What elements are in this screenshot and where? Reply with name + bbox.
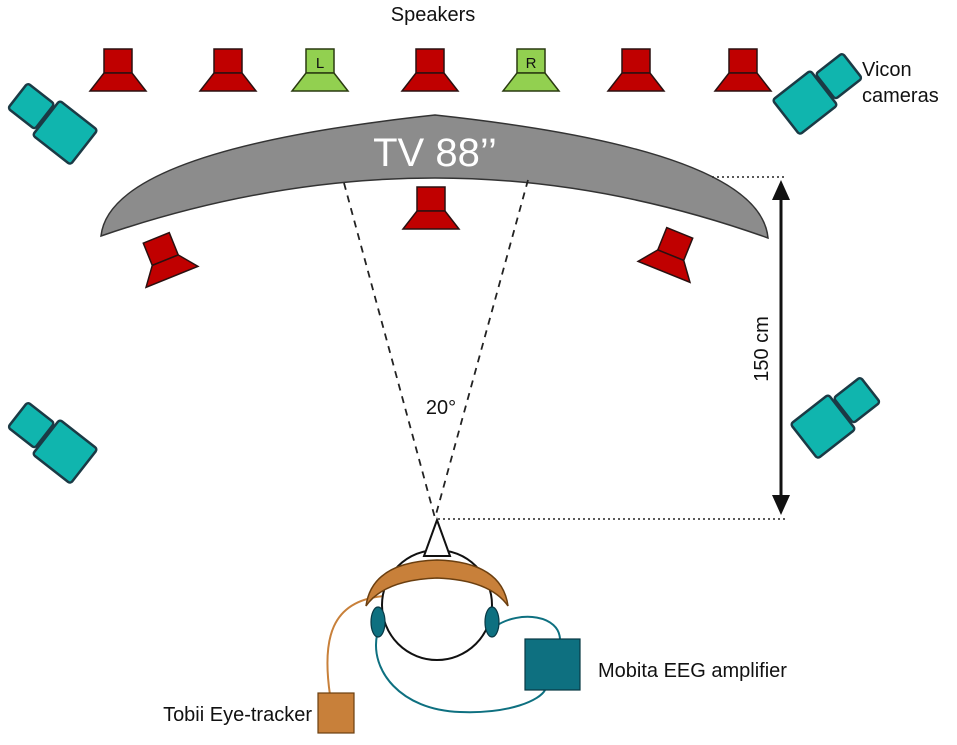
fov-line-left <box>343 182 436 519</box>
speakers-label: Speakers <box>391 4 476 26</box>
eeg-label: Mobita EEG amplifier <box>598 660 787 682</box>
eye-tracker-unit <box>317 692 355 734</box>
vicon-camera-top-left <box>2 77 99 166</box>
speaker-front-1 <box>89 48 147 92</box>
eeg-amplifier <box>524 638 581 691</box>
speaker-front-2 <box>199 48 257 92</box>
speaker-center <box>402 186 460 230</box>
eeg-cable-right <box>495 615 561 641</box>
speaker-surround-left <box>129 226 199 289</box>
distance-arrow <box>772 180 790 515</box>
vicon-label-line1: Vicon <box>862 59 912 81</box>
eye-tracker-glasses <box>365 559 509 607</box>
distance-label: 150 cm <box>751 316 773 382</box>
vicon-camera-mid-left <box>2 396 99 485</box>
eye-tracker-label: Tobii Eye-tracker <box>163 704 312 726</box>
tv-screen <box>100 114 769 240</box>
eeg-sensor-left <box>370 606 386 638</box>
vicon-camera-mid-right <box>789 371 886 460</box>
fov-line-right <box>434 179 529 519</box>
speaker-left-label: L <box>316 55 324 72</box>
tv-label: TV 88’’ <box>373 131 497 175</box>
vicon-label-line2: cameras <box>862 85 939 107</box>
participant-nose <box>422 517 452 557</box>
speaker-surround-right <box>637 221 707 284</box>
angle-label: 20° <box>426 397 456 419</box>
speaker-right-label: R <box>526 55 537 72</box>
speaker-front-7 <box>714 48 772 92</box>
speaker-front-6 <box>607 48 665 92</box>
eeg-sensor-right <box>484 606 500 638</box>
speaker-center-top <box>401 48 459 92</box>
eeg-cable-left <box>375 634 546 714</box>
vicon-camera-top-right <box>771 47 868 136</box>
